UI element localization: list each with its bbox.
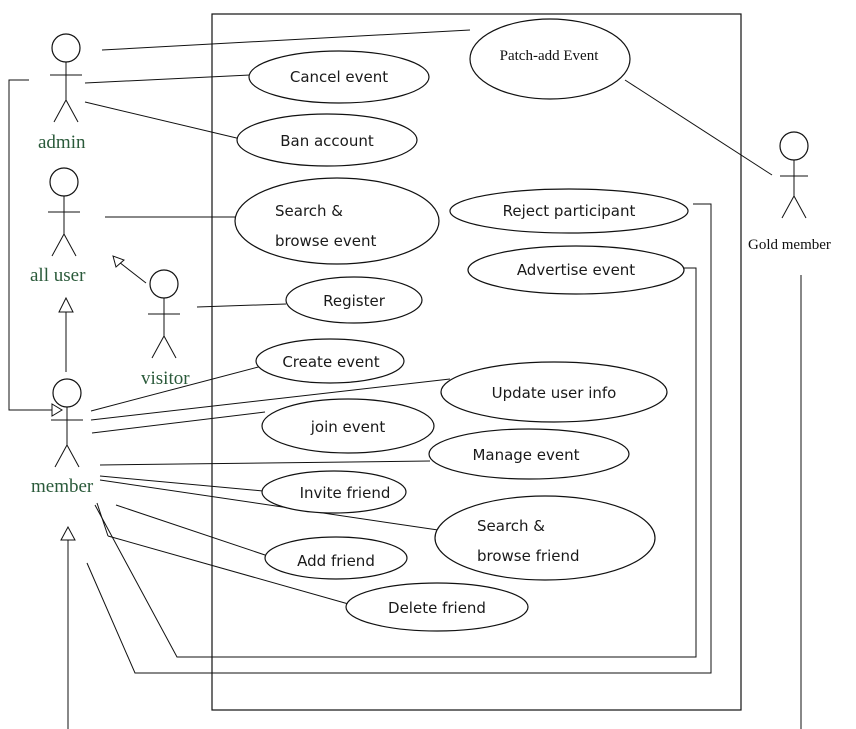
actor-head bbox=[51, 33, 81, 63]
use-case-search-browse-friend: Search & browse friend bbox=[434, 495, 656, 581]
association-lines bbox=[8, 29, 802, 729]
use-case-ban-account: Ban account bbox=[236, 113, 418, 167]
actor-gold-member-label: Gold member bbox=[748, 237, 831, 253]
use-case-advertise-event: Advertise event bbox=[467, 245, 685, 295]
use-case-label: Advertise event bbox=[517, 261, 635, 279]
actor-member: member bbox=[31, 378, 94, 497]
use-case-label-line-1: Search & bbox=[275, 202, 343, 220]
actor-member-label: member bbox=[31, 476, 94, 497]
actor-gold-member: Gold member bbox=[748, 131, 831, 253]
arrow-visitor-to-all-user bbox=[112, 255, 125, 268]
use-case-invite-friend: Invite friend bbox=[261, 470, 407, 514]
use-case-label: Ban account bbox=[280, 132, 374, 150]
use-case-label: Add friend bbox=[297, 552, 375, 570]
actor-head bbox=[52, 378, 82, 408]
use-case-label: Register bbox=[323, 292, 386, 310]
use-case-register: Register bbox=[285, 276, 423, 324]
actor-head bbox=[779, 131, 809, 161]
use-case-label: Manage event bbox=[472, 446, 579, 464]
use-case-create-event: Create event bbox=[255, 338, 405, 384]
use-case-label-line-2: browse friend bbox=[477, 547, 580, 565]
actor-admin-label: admin bbox=[38, 132, 86, 153]
arrow-to-member-bottom bbox=[60, 525, 76, 541]
use-case-manage-event: Manage event bbox=[428, 428, 630, 480]
use-case-patch-add-event: Patch-add Event bbox=[469, 18, 631, 100]
generalization-arrows bbox=[51, 255, 125, 541]
use-case-label: Invite friend bbox=[300, 484, 391, 502]
arrow-to-all-user bbox=[58, 296, 74, 313]
actor-head bbox=[49, 167, 79, 197]
use-case-label: Delete friend bbox=[388, 599, 486, 617]
use-case-label: Cancel event bbox=[290, 68, 388, 86]
actor-head bbox=[149, 269, 179, 299]
use-case-label: Update user info bbox=[492, 384, 617, 402]
use-case-label: Create event bbox=[282, 353, 379, 371]
actor-all-user-label: all user bbox=[30, 265, 86, 286]
use-case-update-user-info: Update user info bbox=[440, 361, 668, 423]
use-case-label: join event bbox=[310, 418, 386, 436]
actor-admin: admin bbox=[38, 33, 86, 153]
actor-all-user: all user bbox=[30, 167, 86, 286]
use-case-label: Reject participant bbox=[503, 202, 636, 220]
arrow-to-member-from-admin bbox=[51, 403, 63, 417]
use-case-join-event: join event bbox=[261, 398, 435, 454]
actor-visitor: visitor bbox=[141, 269, 190, 389]
use-case-reject-participant: Reject participant bbox=[449, 188, 689, 234]
use-case-label-line-1: Search & bbox=[477, 517, 545, 535]
actor-visitor-label: visitor bbox=[141, 368, 190, 389]
use-case-search-browse-event: Search & browse event bbox=[234, 177, 440, 265]
system-boundary bbox=[211, 13, 742, 711]
use-case-cancel-event: Cancel event bbox=[248, 50, 430, 104]
use-case-add-friend: Add friend bbox=[264, 536, 408, 580]
use-case-label-line-2: browse event bbox=[275, 232, 376, 250]
use-case-delete-friend: Delete friend bbox=[345, 582, 529, 632]
use-case-label: Patch-add Event bbox=[500, 48, 600, 64]
